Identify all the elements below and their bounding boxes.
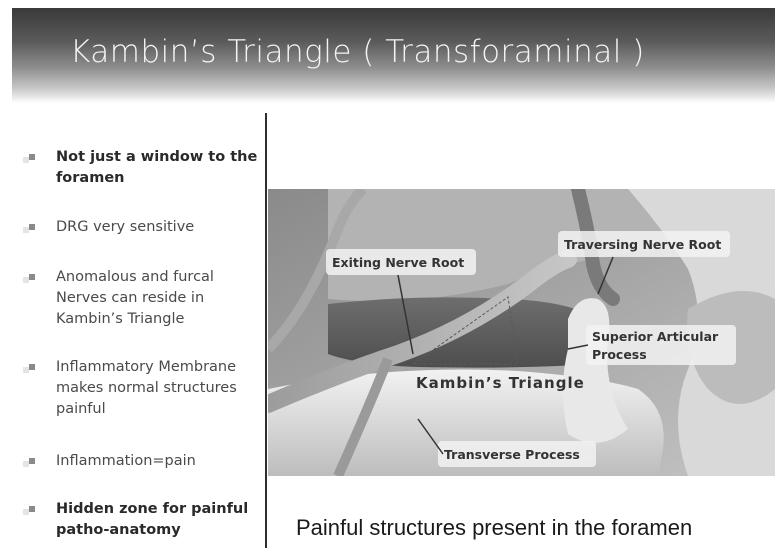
bullet-text: Inflammatory Membrane makes normal struc…	[56, 357, 261, 420]
bullet-marker	[29, 154, 35, 160]
bullet-text: DRG very sensitive	[56, 217, 261, 238]
process-label: Process	[592, 347, 647, 362]
traversing-nerve-root-label: Traversing Nerve Root	[564, 237, 721, 252]
bullet-marker	[29, 364, 35, 370]
kambins-triangle-label: Kambin’s Triangle	[416, 374, 585, 392]
bullet-text: Hidden zone for painful patho-anatomy	[56, 499, 261, 541]
transverse-process-label: Transverse Process	[444, 447, 580, 462]
anatomy-illustration: Exiting Nerve Root Traversing Nerve Root…	[268, 189, 775, 476]
bullet-marker	[29, 458, 35, 464]
bullet-marker	[29, 224, 35, 230]
bullet-marker	[29, 506, 35, 512]
figure-caption: Painful structures present in the forame…	[296, 515, 692, 541]
bullet-text: Inflammation=pain	[56, 451, 261, 472]
column-divider	[265, 113, 267, 548]
bullet-text: Anomalous and furcal Nerves can reside i…	[56, 267, 261, 330]
bullet-marker	[29, 274, 35, 280]
exiting-nerve-root-label: Exiting Nerve Root	[332, 255, 464, 270]
bullet-text: Not just a window to the foramen	[56, 147, 261, 189]
bullet-list: Not just a window to the foramen DRG ver…	[0, 0, 265, 548]
superior-articular-label: Superior Articular	[592, 329, 719, 344]
